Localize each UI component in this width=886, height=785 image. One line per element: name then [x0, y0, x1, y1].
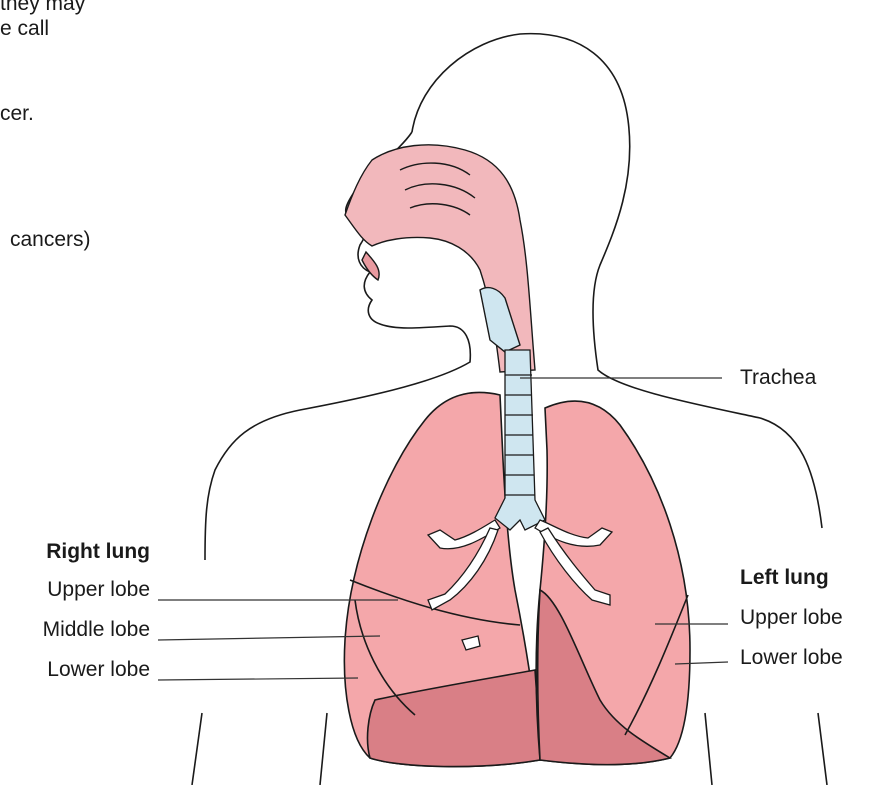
right-lung-heading: Right lung: [0, 540, 150, 564]
left-lung: [536, 401, 690, 765]
trachea-label: Trachea: [740, 366, 816, 390]
right-middle-lobe-label: Middle lobe: [0, 618, 150, 642]
left-arm-line: [192, 713, 202, 785]
right-torso-line: [705, 713, 712, 785]
tongue: [362, 252, 379, 280]
right-lower-lobe-leader-line: [158, 678, 358, 680]
upper-airway: [345, 145, 535, 372]
right-upper-lobe-label: Upper lobe: [0, 578, 150, 602]
right-lower-lobe-label: Lower lobe: [0, 658, 150, 682]
left-lung-heading: Left lung: [740, 566, 829, 590]
left-lower-lobe-label: Lower lobe: [740, 646, 843, 670]
right-arm-line: [818, 713, 827, 785]
left-upper-lobe-label: Upper lobe: [740, 606, 843, 630]
left-torso-line: [320, 713, 327, 785]
